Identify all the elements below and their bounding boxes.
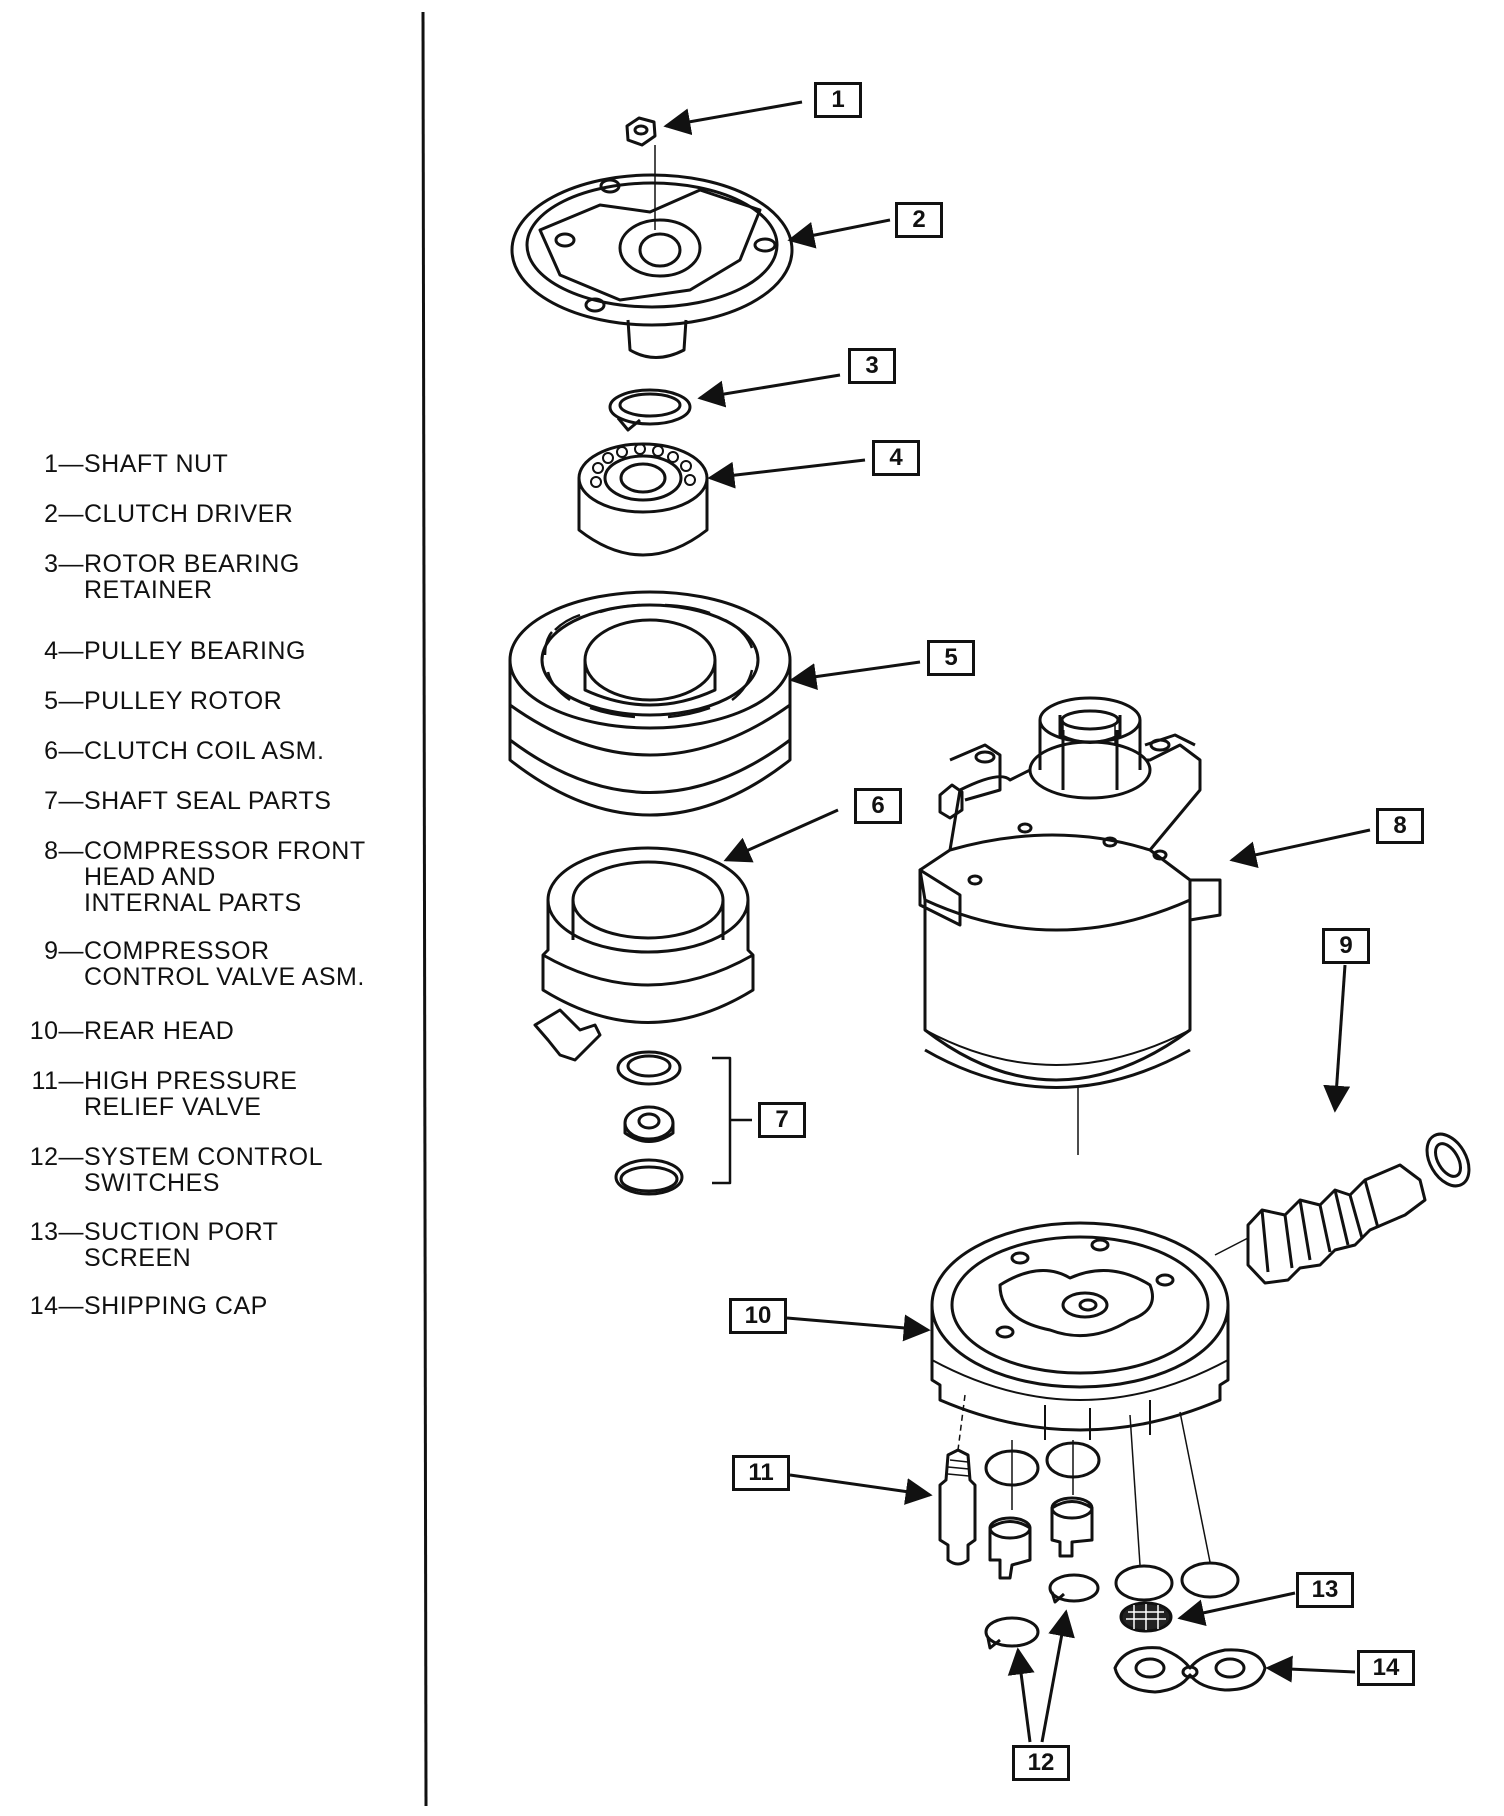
legend-text: SYSTEM CONTROL [84, 1143, 323, 1171]
arrow-11 [789, 1473, 933, 1505]
arrow-3 [697, 373, 841, 408]
legend-text: SHAFT NUT [84, 450, 229, 478]
legend-number: 5— [44, 687, 84, 715]
callout-box-1: 1 [814, 82, 862, 118]
legend-text: RETAINER [84, 576, 213, 604]
legend-text: COMPRESSOR FRONT [84, 837, 366, 865]
callout-box-2: 2 [895, 202, 943, 238]
callout-box-4: 4 [872, 440, 920, 476]
legend-text: SCREEN [84, 1244, 192, 1272]
legend-text: ROTOR BEARING [84, 550, 300, 578]
legend-number: 8— [44, 837, 84, 865]
legend-number: 7— [44, 787, 84, 815]
arrow-8 [1229, 828, 1371, 869]
callout-box-9: 9 [1322, 928, 1370, 964]
callout-box-8: 8 [1376, 808, 1424, 844]
legend-text: SUCTION PORT [84, 1218, 279, 1246]
arrow-10 [786, 1314, 931, 1342]
legend-text: SHIPPING CAP [84, 1292, 268, 1320]
legend-number: 6— [44, 737, 84, 765]
callout-box-11: 11 [732, 1455, 790, 1491]
pulley-bearing-part [577, 442, 709, 557]
callout-box-5: 5 [927, 640, 975, 676]
legend-text: SWITCHES [84, 1169, 220, 1197]
legend-text: COMPRESSOR [84, 937, 270, 965]
legend-number: 11— [31, 1067, 84, 1095]
leader-arrows [663, 100, 1371, 1743]
system-control-switches-part [984, 1440, 1101, 1650]
legend-text: PULLEY BEARING [84, 637, 306, 665]
control-valve-part [1214, 1132, 1471, 1285]
legend-number: 13— [29, 1218, 84, 1246]
rotor-bearing-retainer-part [608, 388, 692, 432]
arrow-4 [707, 458, 866, 489]
legend-number: 12— [29, 1143, 84, 1171]
callout-box-13: 13 [1296, 1572, 1354, 1608]
legend-number: 4— [44, 637, 84, 665]
legend-text: RELIEF VALVE [84, 1093, 262, 1121]
arrow-2 [787, 218, 891, 249]
arrow-13 [1177, 1591, 1296, 1627]
suction-port-screen-part [1114, 1411, 1240, 1633]
legend-text: INTERNAL PARTS [84, 889, 302, 917]
legend-text: CLUTCH DRIVER [84, 500, 294, 528]
rear-head-part [930, 1221, 1230, 1440]
callout-box-6: 6 [854, 788, 902, 824]
shipping-cap-part [1113, 1646, 1267, 1694]
compressor-front-head-part [918, 696, 1222, 1155]
arrow-12a [1007, 1647, 1035, 1743]
legend-text: CONTROL VALVE ASM. [84, 963, 365, 991]
relief-valve-part [938, 1394, 977, 1566]
legend-text: HIGH PRESSURE [84, 1067, 298, 1095]
legend-number: 3— [44, 550, 84, 578]
legend-text: HEAD AND [84, 863, 216, 891]
arrow-14 [1265, 1655, 1356, 1683]
callout-box-7: 7 [758, 1102, 806, 1138]
shaft-nut-part [625, 116, 657, 147]
legend-number: 9— [44, 937, 84, 965]
legend-number: 1— [44, 450, 84, 478]
arrow-1 [663, 100, 803, 136]
callout-box-12: 12 [1012, 1745, 1070, 1781]
divider-line [421, 11, 428, 1807]
clutch-coil-part [533, 846, 755, 1062]
legend-number: 2— [44, 500, 84, 528]
clutch-driver-part [510, 145, 794, 359]
shaft-seal-parts [614, 1050, 752, 1196]
arrow-9 [1323, 964, 1351, 1113]
callout-box-14: 14 [1357, 1650, 1415, 1686]
callout-box-10: 10 [729, 1298, 787, 1334]
arrow-5 [789, 660, 921, 690]
legend-text: PULLEY ROTOR [84, 687, 283, 715]
legend-number: 10— [29, 1017, 84, 1045]
legend-number: 14— [29, 1292, 84, 1320]
callout-box-3: 3 [848, 348, 896, 384]
arrow-12b [1040, 1609, 1075, 1743]
pulley-rotor-part [508, 590, 792, 817]
arrow-6 [723, 808, 839, 863]
legend-text: CLUTCH COIL ASM. [84, 737, 325, 765]
legend-text: REAR HEAD [84, 1017, 235, 1045]
legend-text: SHAFT SEAL PARTS [84, 787, 332, 815]
